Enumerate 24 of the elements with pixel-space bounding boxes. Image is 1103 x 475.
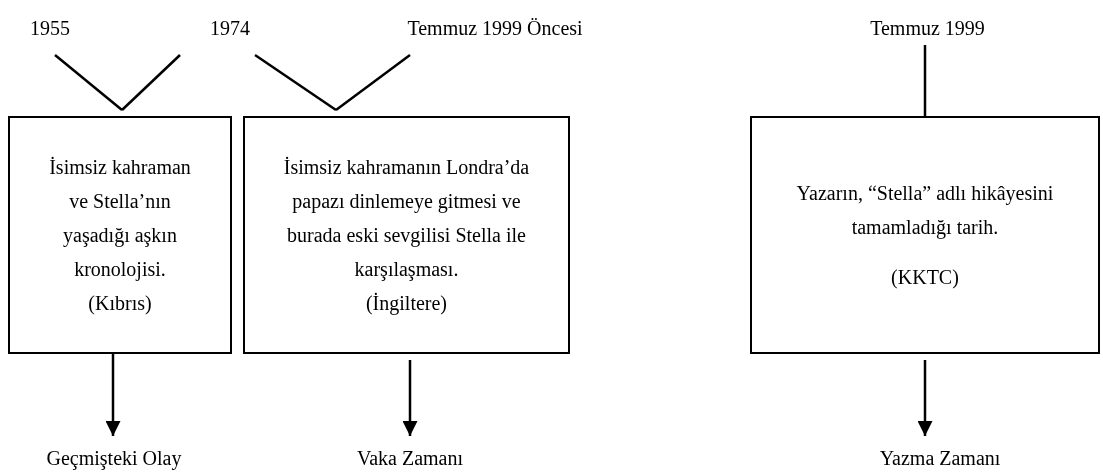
description-text: İsimsiz kahraman ve Stella’nın yaşadığı aşkın kronolojisi. — [48, 155, 192, 283]
text-box — [750, 116, 1100, 354]
place-text: (İngiltere) — [365, 291, 448, 317]
connector-line — [54, 54, 123, 111]
description-text: Yazarın, “Stella” adlı hikâyesini tamamladığı tarih. — [795, 181, 1055, 241]
connector-line — [121, 54, 181, 111]
text-box — [8, 116, 232, 354]
time-label: 1974 — [190, 16, 270, 40]
place-text: (KKTC) — [891, 265, 959, 291]
time-label: Vaka Zamanı — [300, 446, 520, 472]
arrow — [917, 360, 933, 436]
connector-line — [254, 53, 337, 112]
arrow — [402, 360, 418, 436]
connector-line — [923, 45, 927, 116]
time-label: Geçmişteki Olay — [0, 446, 228, 472]
place-text: (Kıbrıs) — [88, 291, 152, 316]
time-label: Yazma Zamanı — [830, 446, 1050, 472]
arrow — [105, 354, 121, 436]
connector-line — [335, 54, 411, 111]
time-label: 1955 — [10, 16, 90, 40]
text-box — [243, 116, 570, 354]
description-text: İsimsiz kahramanın Londra’da papazı dinlemeye gitmesi ve burada eski sevgilisi Stella ile karşılaşması. — [282, 155, 531, 283]
time-label: Temmuz 1999 Öncesi — [370, 16, 620, 40]
time-label: Temmuz 1999 — [840, 16, 1015, 40]
